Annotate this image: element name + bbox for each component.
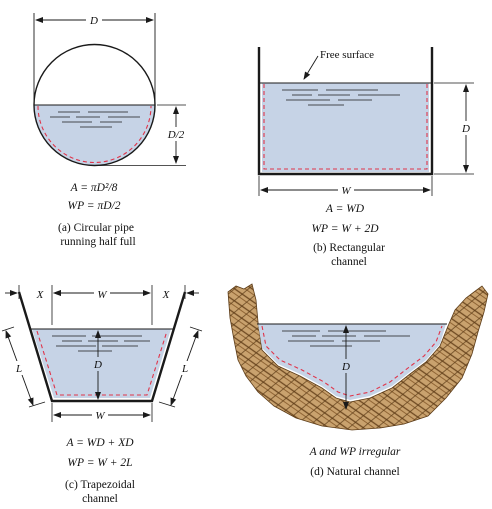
circle-water [34, 105, 155, 166]
trap-l-left-label: L [15, 363, 22, 375]
rect-caption-line2: channel [331, 256, 367, 268]
natural-wetted-perimeter [261, 325, 443, 397]
circle-caption-line1: (a) Circular pipe [58, 222, 134, 234]
circle-half-label: D/2 [167, 129, 185, 141]
natural-note: A and WP irregular [309, 446, 401, 458]
trap-d-label: D [93, 359, 102, 371]
trap-area-equation: A = WD + XD [65, 437, 134, 449]
circle-area-equation: A = πD²/8 [70, 182, 118, 194]
trap-x-left-label: X [36, 289, 45, 301]
trap-x-right-label: X [162, 289, 171, 301]
rect-d-label: D [461, 123, 470, 135]
circular-pipe-diagram: D D/2 A = πD²/8 WP = πD/2 (a) Circular p… [33, 13, 190, 248]
circle-wp-equation: WP = πD/2 [68, 200, 121, 212]
trap-channel-walls [17, 291, 187, 403]
circle-d-label: D [89, 15, 98, 27]
trap-wp-equation: WP = W + 2L [67, 457, 132, 469]
rect-w-label: W [341, 185, 351, 197]
rect-wetted-perimeter [263, 84, 428, 170]
rect-wp-equation: WP = W + 2D [311, 223, 379, 235]
circle-water-ripples [50, 111, 140, 128]
natural-d-label: D [341, 361, 350, 373]
rect-channel-walls [257, 47, 434, 176]
circle-caption-line2: running half full [60, 236, 135, 248]
trap-w-top-label: W [97, 289, 107, 301]
rectangular-channel-diagram: Free surface D W A = WD WP = W + 2D (b) … [257, 47, 474, 268]
rect-caption-line1: (b) Rectangular [313, 242, 385, 254]
trapezoidal-channel-diagram: X W X L L D W A = WD + XD WP = W + 2L (c… [1, 285, 203, 505]
trap-caption-line1: (c) Trapezoidal [65, 479, 135, 491]
natural-channel-diagram: D A and WP irregular (d) Natural channel [227, 283, 489, 478]
rect-water [262, 83, 429, 172]
trap-l-right-label: L [181, 363, 188, 375]
rect-area-equation: A = WD [325, 203, 365, 215]
trap-caption-line2: channel [82, 493, 118, 505]
free-surface-leader [303, 55, 319, 80]
trap-w-bottom-label: W [95, 410, 105, 422]
trap-wetted-perimeter [36, 330, 168, 396]
natural-caption: (d) Natural channel [310, 466, 399, 478]
free-surface-label: Free surface [320, 49, 374, 61]
rect-water-ripples [282, 89, 400, 106]
natural-water-ripples [282, 330, 410, 347]
